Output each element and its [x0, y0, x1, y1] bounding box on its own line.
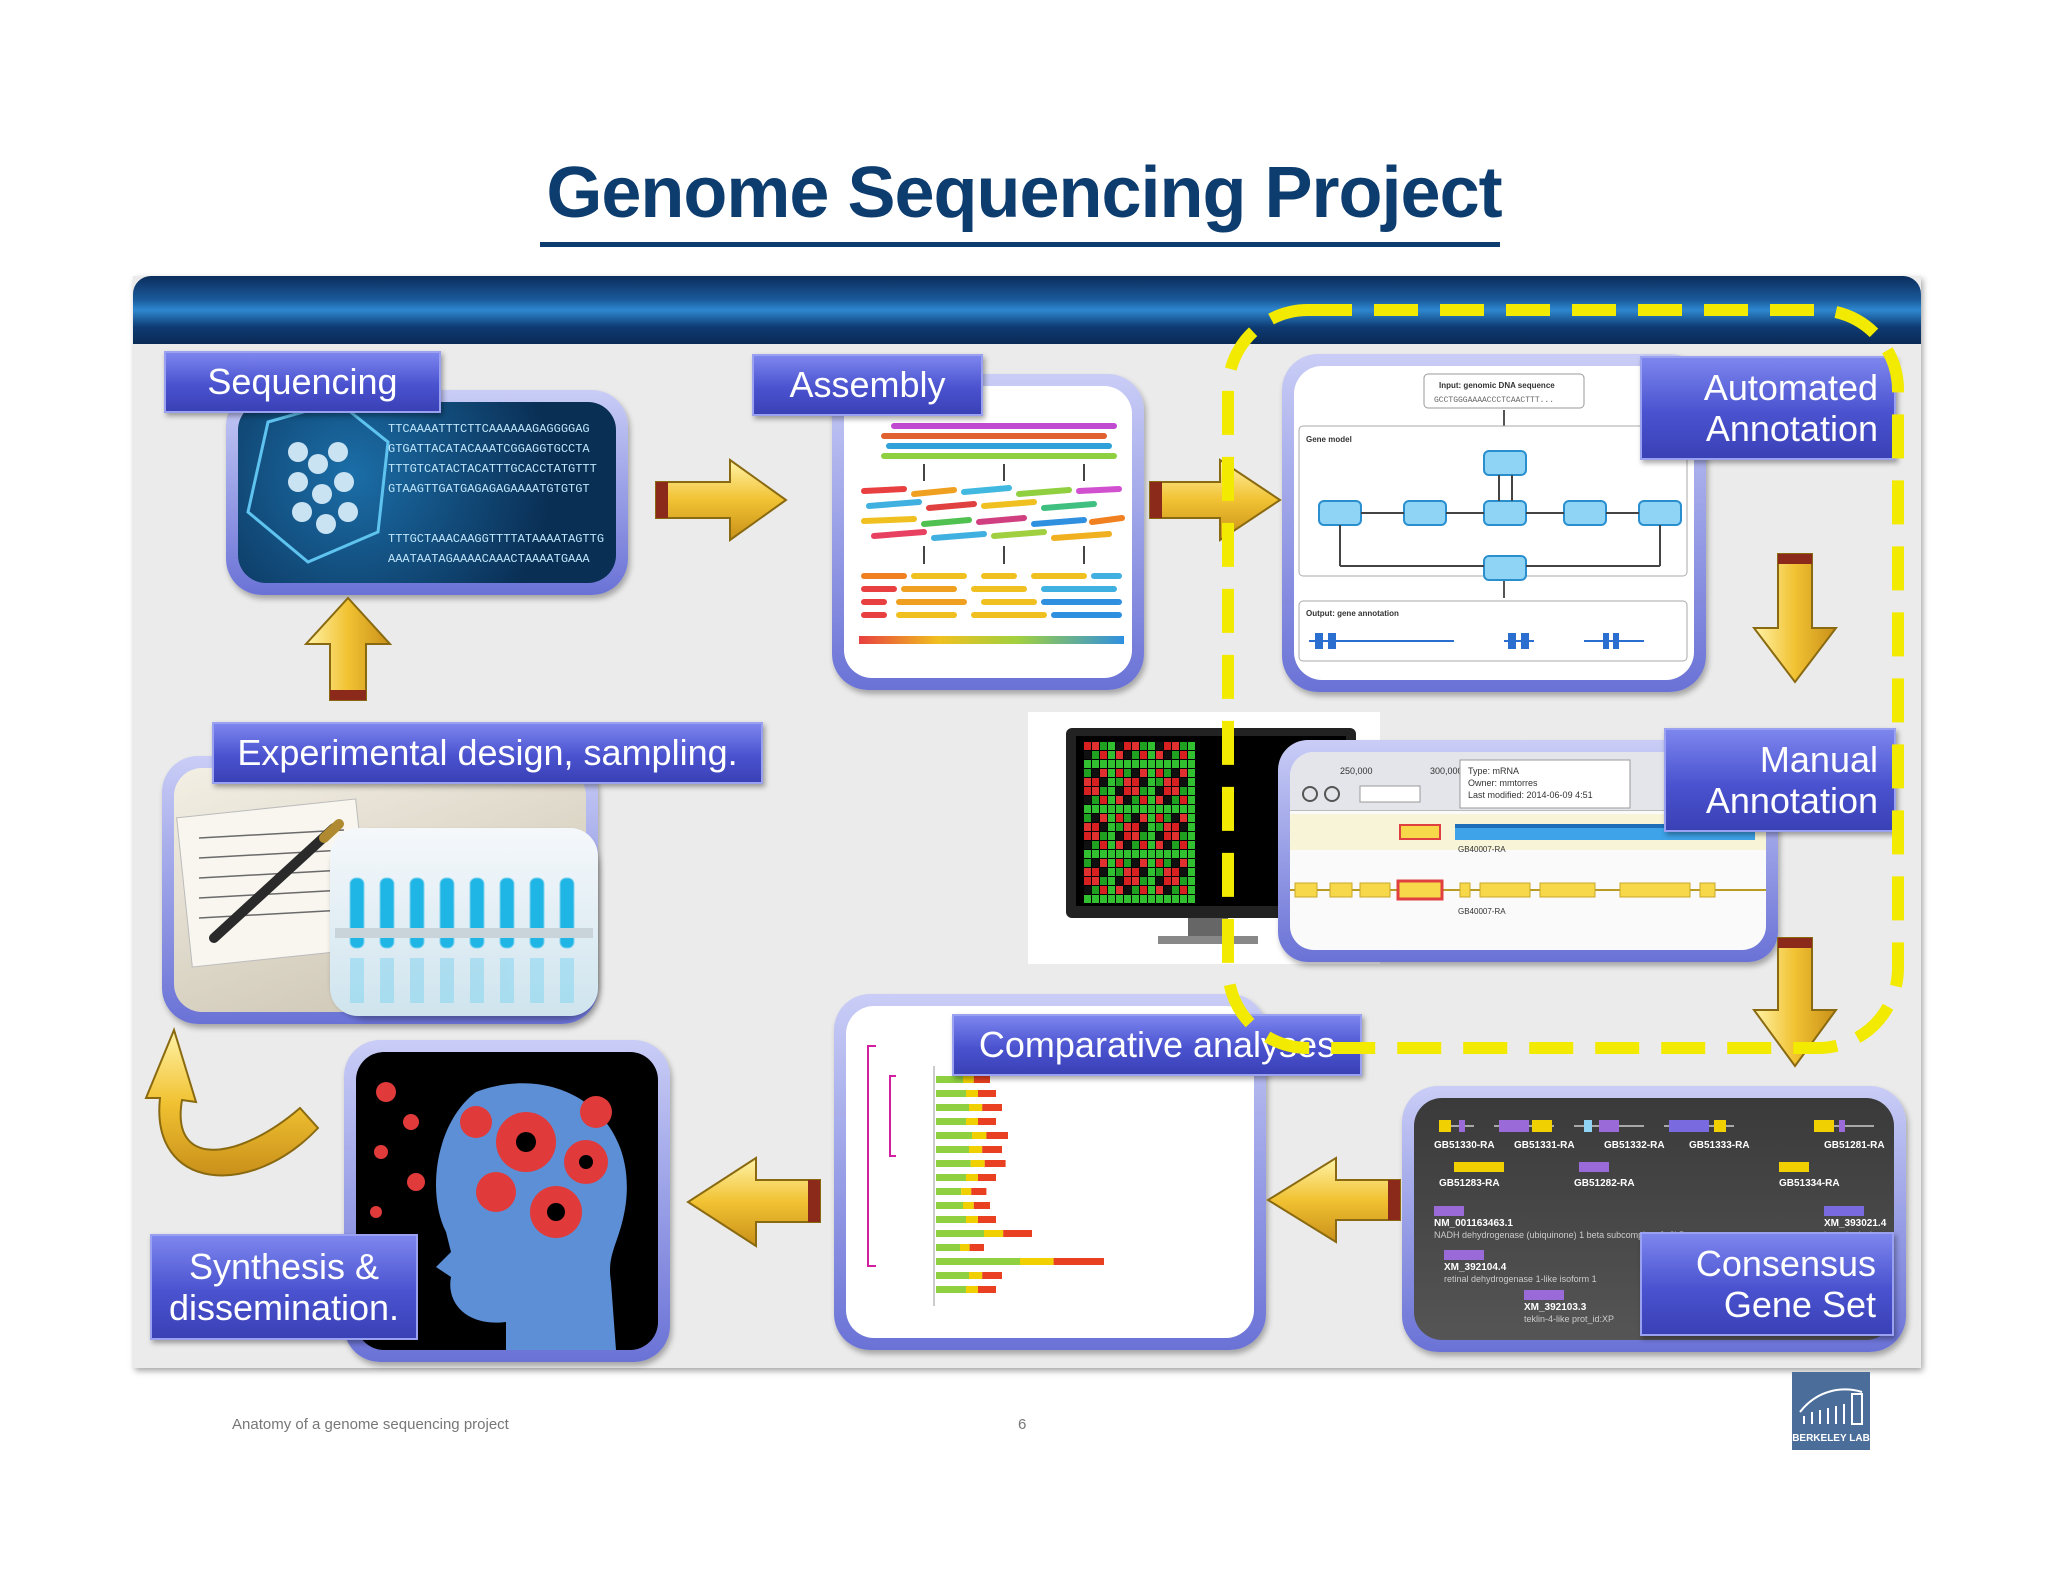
experimental-label: Experimental design, sampling.: [212, 722, 763, 784]
automated-annotation-label: Automated Annotation: [1640, 356, 1896, 460]
slide-title: Genome Sequencing Project: [546, 153, 1502, 233]
svg-text:XM_392104.4: XM_392104.4: [1444, 1262, 1507, 1273]
svg-text:TTTGCTAAACAAGGTTTTATAAAATAGTTG: TTTGCTAAACAAGGTTTTATAAAATAGTTG: [388, 532, 604, 546]
sequencing-image: TTCAAAATTTCTTCAAAAAAGAGGGGAG GTGATTACATA…: [226, 390, 628, 595]
svg-text:300,000: 300,000: [1430, 766, 1463, 776]
svg-text:retinal dehydrogenase 1-like i: retinal dehydrogenase 1-like isoform 1: [1444, 1274, 1597, 1284]
svg-text:Last modified: 2014-06-09 4:51: Last modified: 2014-06-09 4:51: [1468, 790, 1593, 800]
panel-banner: [133, 276, 1921, 344]
svg-text:Gene model: Gene model: [1306, 435, 1352, 444]
svg-text:XM_393021.4: XM_393021.4: [1824, 1218, 1887, 1229]
svg-text:XM_392103.3: XM_392103.3: [1524, 1302, 1587, 1313]
svg-text:GB51283-RA: GB51283-RA: [1439, 1178, 1500, 1189]
arrow-left-1: [1266, 1156, 1401, 1244]
svg-text:GTGATTACATACAAATCGGAGGTGCCTA: GTGATTACATACAAATCGGAGGTGCCTA: [388, 442, 590, 456]
page-number: 6: [1018, 1416, 1027, 1433]
arrow-left-2: [686, 1156, 821, 1248]
svg-text:GB51281-RA: GB51281-RA: [1824, 1140, 1885, 1151]
svg-text:NM_001163463.1: NM_001163463.1: [1434, 1218, 1513, 1229]
logo-text: BERKELEY LAB: [1792, 1433, 1870, 1444]
svg-text:Output: gene annotation: Output: gene annotation: [1306, 609, 1399, 618]
consensus-text: Consensus Gene Set: [1695, 1242, 1876, 1325]
sequencing-label: Sequencing: [164, 351, 441, 413]
svg-text:GB51330-RA: GB51330-RA: [1434, 1140, 1495, 1151]
svg-text:GB40007-RA: GB40007-RA: [1458, 907, 1506, 916]
highlight-box: [1222, 304, 1904, 1054]
svg-text:GB51282-RA: GB51282-RA: [1574, 1178, 1635, 1189]
svg-text:250,000: 250,000: [1340, 766, 1373, 776]
svg-text:GB51334-RA: GB51334-RA: [1779, 1178, 1840, 1189]
assembly-image: [832, 374, 1144, 690]
arrow-down-2: [1752, 937, 1838, 1068]
arrow-right-2: [1149, 458, 1282, 542]
svg-text:GB51332-RA: GB51332-RA: [1604, 1140, 1665, 1151]
svg-text:GB51331-RA: GB51331-RA: [1514, 1140, 1575, 1151]
svg-text:GTAAGTTGATGAGAGAGAAAATGTGTGT: GTAAGTTGATGAGAGAGAAAATGTGTGT: [388, 482, 590, 496]
assembly-label: Assembly: [752, 354, 983, 416]
manual-annotation-label: Manual Annotation: [1664, 728, 1896, 832]
arrow-curved: [144, 1027, 320, 1177]
svg-text:teklin-4-like prot_id:XP: teklin-4-like prot_id:XP: [1524, 1314, 1614, 1324]
svg-text:Type: mRNA: Type: mRNA: [1468, 766, 1519, 776]
consensus-label: Consensus Gene Set: [1640, 1232, 1894, 1336]
svg-text:AAATAATAGAAAACAAACTAAAATGAAA: AAATAATAGAAAACAAACTAAAATGAAA: [388, 552, 590, 566]
title-underline: [540, 242, 1500, 247]
svg-text:Input: genomic DNA sequence: Input: genomic DNA sequence: [1439, 381, 1555, 390]
arrow-right-1: [655, 458, 788, 542]
svg-text:GCCTGGGAAAACCCTCAACTTT...: GCCTGGGAAAACCCTCAACTTT...: [1434, 396, 1554, 405]
arrow-up-1: [303, 596, 393, 701]
berkeley-lab-logo: BERKELEY LAB: [1792, 1372, 1870, 1450]
svg-text:Owner: mmtorres: Owner: mmtorres: [1468, 778, 1538, 788]
synthesis-text: Synthesis & dissemination.: [168, 1245, 400, 1328]
manual-annotation-text: Manual Annotation: [1705, 738, 1878, 821]
svg-text:TTTGTCATACTACATTTGCACCTATGTTT: TTTGTCATACTACATTTGCACCTATGTTT: [388, 462, 597, 476]
automated-annotation-text: Automated Annotation: [1703, 366, 1878, 449]
svg-text:NADH dehydrogenase (ubiquinone: NADH dehydrogenase (ubiquinone) 1 beta s…: [1434, 1230, 1698, 1240]
synthesis-label: Synthesis & dissemination.: [150, 1234, 418, 1340]
svg-text:GB51333-RA: GB51333-RA: [1689, 1140, 1750, 1151]
arrow-down-1: [1751, 553, 1839, 684]
svg-text:GB40007-RA: GB40007-RA: [1458, 845, 1506, 854]
svg-text:TTCAAAATTTCTTCAAAAAAGAGGGGAG: TTCAAAATTTCTTCAAAAAAGAGGGGAG: [388, 422, 590, 436]
test-tubes-image: [330, 828, 598, 1016]
automated-annotation-image: Input: genomic DNA sequence GCCTGGGAAAAC…: [1282, 354, 1706, 692]
footer-caption: Anatomy of a genome sequencing project: [232, 1416, 509, 1433]
